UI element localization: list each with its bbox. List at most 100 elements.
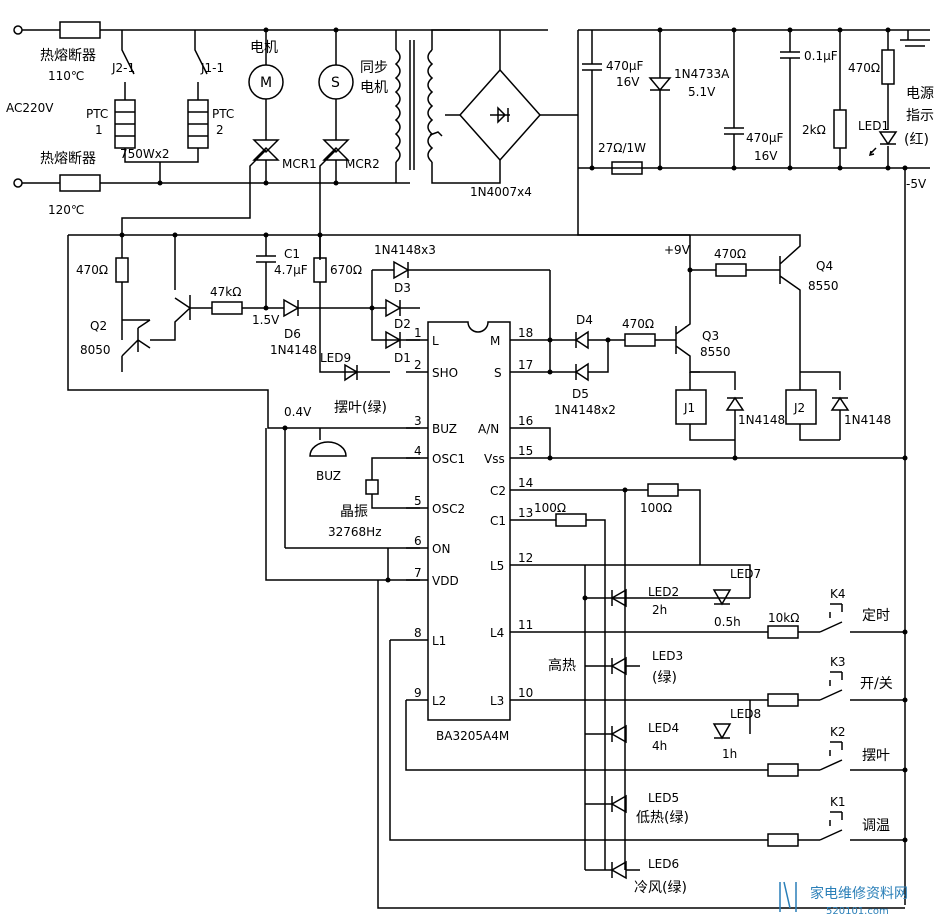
led5-description: 低热(绿) bbox=[636, 810, 689, 826]
resistor-470-q2 bbox=[115, 257, 129, 283]
key-k3-function: 开/关 bbox=[860, 676, 893, 692]
diode-d3 bbox=[372, 298, 402, 318]
power-indicator-label-2: 指示 bbox=[906, 108, 934, 124]
transistor-driver bbox=[150, 235, 212, 341]
ic-pin-11-num: 11 bbox=[518, 618, 533, 632]
key-k4-label: K4 bbox=[830, 587, 846, 601]
diode-j2-label: 1N4148 bbox=[844, 413, 891, 427]
ground-symbol bbox=[900, 30, 930, 47]
resistor-27-ohm bbox=[611, 161, 643, 175]
mains-voltage-label: AC220V bbox=[6, 101, 54, 115]
diode-j1-label: 1N4148 bbox=[738, 413, 785, 427]
resistor-2k-label: 2kΩ bbox=[802, 123, 826, 137]
resistor-k3 bbox=[767, 693, 799, 707]
ic-pin-18-num: 18 bbox=[518, 326, 533, 340]
key-k4 bbox=[819, 603, 843, 633]
led2-label: LED2 bbox=[648, 585, 679, 599]
resistor-470-q2-label: 470Ω bbox=[76, 263, 108, 277]
led1-power-indicator bbox=[878, 131, 898, 146]
ic-body bbox=[427, 321, 511, 721]
negative-5v-label: -5V bbox=[906, 177, 927, 191]
fan-motor-symbol: M bbox=[260, 75, 272, 91]
led9-label: LED9 bbox=[320, 351, 351, 365]
transistor-q4 bbox=[690, 234, 801, 372]
diode-d2 bbox=[385, 307, 420, 350]
resistor-10k-label: 10kΩ bbox=[768, 611, 799, 625]
crystal-frequency: 32768Hz bbox=[328, 525, 382, 539]
ic-pin-2-name: SHO bbox=[432, 366, 458, 380]
key-k4-function: 定时 bbox=[862, 608, 890, 624]
resistor-470-q4 bbox=[715, 263, 747, 277]
cap-470uf-mid: 470μF bbox=[746, 131, 784, 145]
diode-d6-type: 1N4148 bbox=[270, 343, 317, 357]
zener-type: 1N4733A bbox=[674, 67, 730, 81]
relay-contact-j2-1: J2-1 bbox=[111, 61, 135, 75]
led5-low-heat bbox=[585, 794, 627, 814]
led4-4h bbox=[585, 724, 627, 744]
motor-section: M 电机 S 同步 电机 MCR1 MCR2 bbox=[121, 27, 388, 260]
led8-label: LED8 bbox=[730, 707, 761, 721]
power-indicator-label-1: 电源 bbox=[906, 86, 934, 102]
ic-pin-14-name: C2 bbox=[490, 484, 506, 498]
thermal-fuse-120-label: 热熔断器 bbox=[40, 151, 96, 167]
ic-pin-5-num: 5 bbox=[414, 494, 422, 508]
voltage-0-4v: 0.4V bbox=[284, 405, 312, 419]
led6-cool-air bbox=[585, 860, 640, 880]
ic-pin-4-num: 4 bbox=[414, 444, 422, 458]
zener-diode bbox=[648, 30, 672, 168]
resistor-k1 bbox=[767, 833, 799, 847]
ic-pin-14-num: 14 bbox=[518, 476, 533, 490]
front-panel-section: 100Ω 100Ω LED2 2h LED7 0.5h 10kΩ K4 定时 高… bbox=[377, 483, 908, 909]
q2-type: 8050 bbox=[80, 343, 111, 357]
led9-description: 摆叶(绿) bbox=[334, 400, 387, 416]
fan-motor bbox=[248, 64, 284, 100]
diode-j1 bbox=[725, 396, 745, 440]
triac-mcr2-label: MCR2 bbox=[345, 157, 380, 171]
watermark-url: 520101.com bbox=[826, 906, 889, 917]
sync-motor bbox=[318, 64, 354, 100]
led8-description: 1h bbox=[722, 747, 737, 761]
ic-ba3205a4m: BA3205A4M 1 L 2 SHO 3 BUZ 4 OSC1 5 OSC2 … bbox=[406, 321, 540, 743]
ic-part-number: BA3205A4M bbox=[436, 729, 509, 743]
resistor-100-c1-label: 100Ω bbox=[534, 501, 566, 515]
ic-pin-12-num: 12 bbox=[518, 551, 533, 565]
diode-d5 bbox=[570, 340, 609, 382]
led2-description: 2h bbox=[652, 603, 667, 617]
transistor-q3 bbox=[655, 235, 700, 373]
diode-d3-top bbox=[372, 260, 550, 280]
led1-label: LED1 bbox=[858, 119, 889, 133]
relay-j1-label: J1 bbox=[683, 401, 695, 415]
diode-d5-label: D5 bbox=[572, 387, 589, 401]
resistor-470-led1-label: 470Ω bbox=[848, 61, 880, 75]
watermark-text: 家电维修资料网 bbox=[810, 885, 908, 902]
ic-pin-2-num: 2 bbox=[414, 358, 422, 372]
ptc2-number: 2 bbox=[216, 123, 224, 137]
ic-pin-4-name: OSC1 bbox=[432, 452, 465, 466]
resistor-470-q3 bbox=[624, 333, 656, 347]
diode-d2-label: D2 bbox=[394, 317, 411, 331]
ic-pin-8-name: L1 bbox=[432, 634, 446, 648]
capacitor-c1-value: 4.7μF bbox=[274, 263, 308, 277]
q3-type: 8550 bbox=[700, 345, 731, 359]
ic-pin-17-num: 17 bbox=[518, 358, 533, 372]
crystal-oscillator bbox=[365, 479, 379, 495]
ic-pin-8-num: 8 bbox=[414, 626, 422, 640]
ic-pin-18-name: M bbox=[490, 334, 500, 348]
relay-contact-j1-1: J1-1 bbox=[200, 61, 224, 75]
ptc-rating: 750Wx2 bbox=[120, 147, 170, 161]
ic-pin-9-num: 9 bbox=[414, 686, 422, 700]
thermal-fuse-110-temp: 110℃ bbox=[48, 69, 84, 83]
ic-pin-3-num: 3 bbox=[414, 414, 422, 428]
mains-terminal-bottom bbox=[13, 178, 23, 188]
resistor-100-c2 bbox=[647, 483, 679, 497]
buzzer bbox=[309, 441, 347, 457]
fan-motor-label: 电机 bbox=[250, 40, 278, 56]
high-heat-label: 高热 bbox=[548, 657, 576, 674]
dc-supply-section: 470μF 16V 1N4733A 5.1V 27Ω/1W 470μF 16V … bbox=[577, 27, 934, 905]
ic-pin-9-name: L2 bbox=[432, 694, 446, 708]
transformer-bridge-section: 1N4007x4 bbox=[394, 29, 578, 199]
ic-pin-15-num: 15 bbox=[518, 444, 533, 458]
ic-pin-7-name: VDD bbox=[432, 574, 459, 588]
led3-description: (绿) bbox=[652, 670, 677, 686]
